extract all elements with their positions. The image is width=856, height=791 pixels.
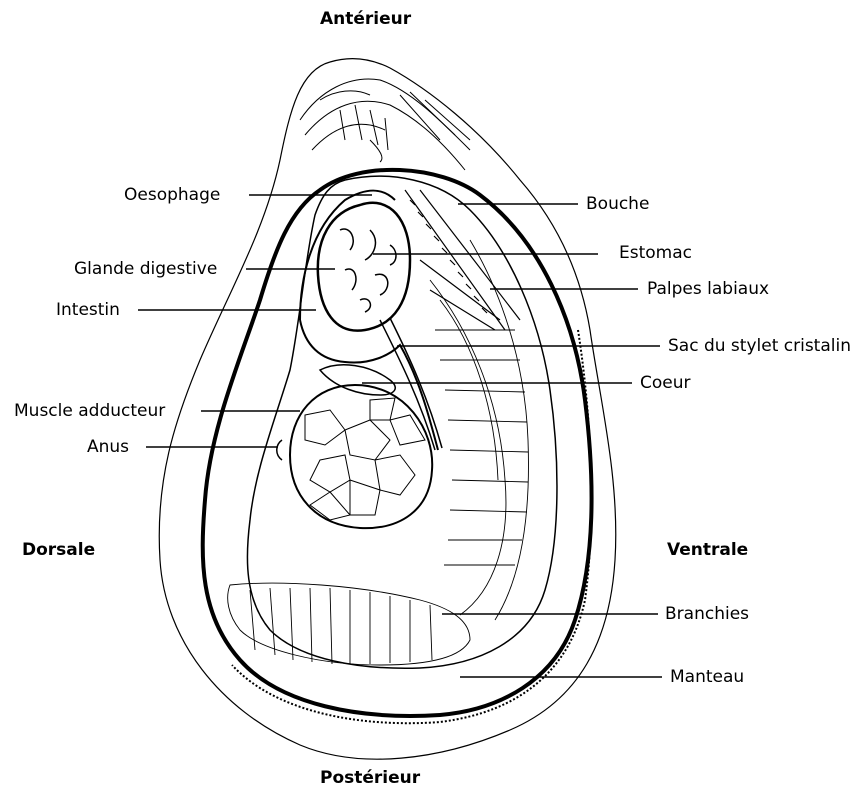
label-sac-stylet: Sac du stylet cristalin (668, 336, 851, 356)
label-intestin: Intestin (56, 300, 120, 320)
label-branchies: Branchies (665, 604, 749, 624)
intestine (300, 191, 438, 450)
anus (277, 440, 282, 460)
gills (228, 240, 529, 665)
label-palpes-labiaux: Palpes labiaux (647, 279, 769, 299)
hinge-region (300, 79, 470, 170)
label-coeur: Coeur (640, 373, 691, 393)
label-estomac: Estomac (619, 243, 692, 263)
label-oesophage: Oesophage (124, 185, 220, 205)
shell-outline (159, 59, 616, 760)
orientation-dorsal: Dorsale (22, 540, 95, 560)
orientation-ventral: Ventrale (667, 540, 748, 560)
label-bouche: Bouche (586, 194, 649, 214)
body-outline (247, 176, 557, 668)
orientation-posterior: Postérieur (320, 768, 420, 788)
orientation-anterior: Antérieur (320, 9, 411, 29)
adductor-muscle (290, 385, 432, 528)
mantle-outline (203, 170, 592, 716)
label-muscle-adducteur: Muscle adducteur (14, 401, 165, 421)
label-anus: Anus (87, 437, 129, 457)
label-manteau: Manteau (670, 667, 744, 687)
label-glande-digestive: Glande digestive (74, 259, 217, 279)
digestive-gland (318, 203, 410, 331)
